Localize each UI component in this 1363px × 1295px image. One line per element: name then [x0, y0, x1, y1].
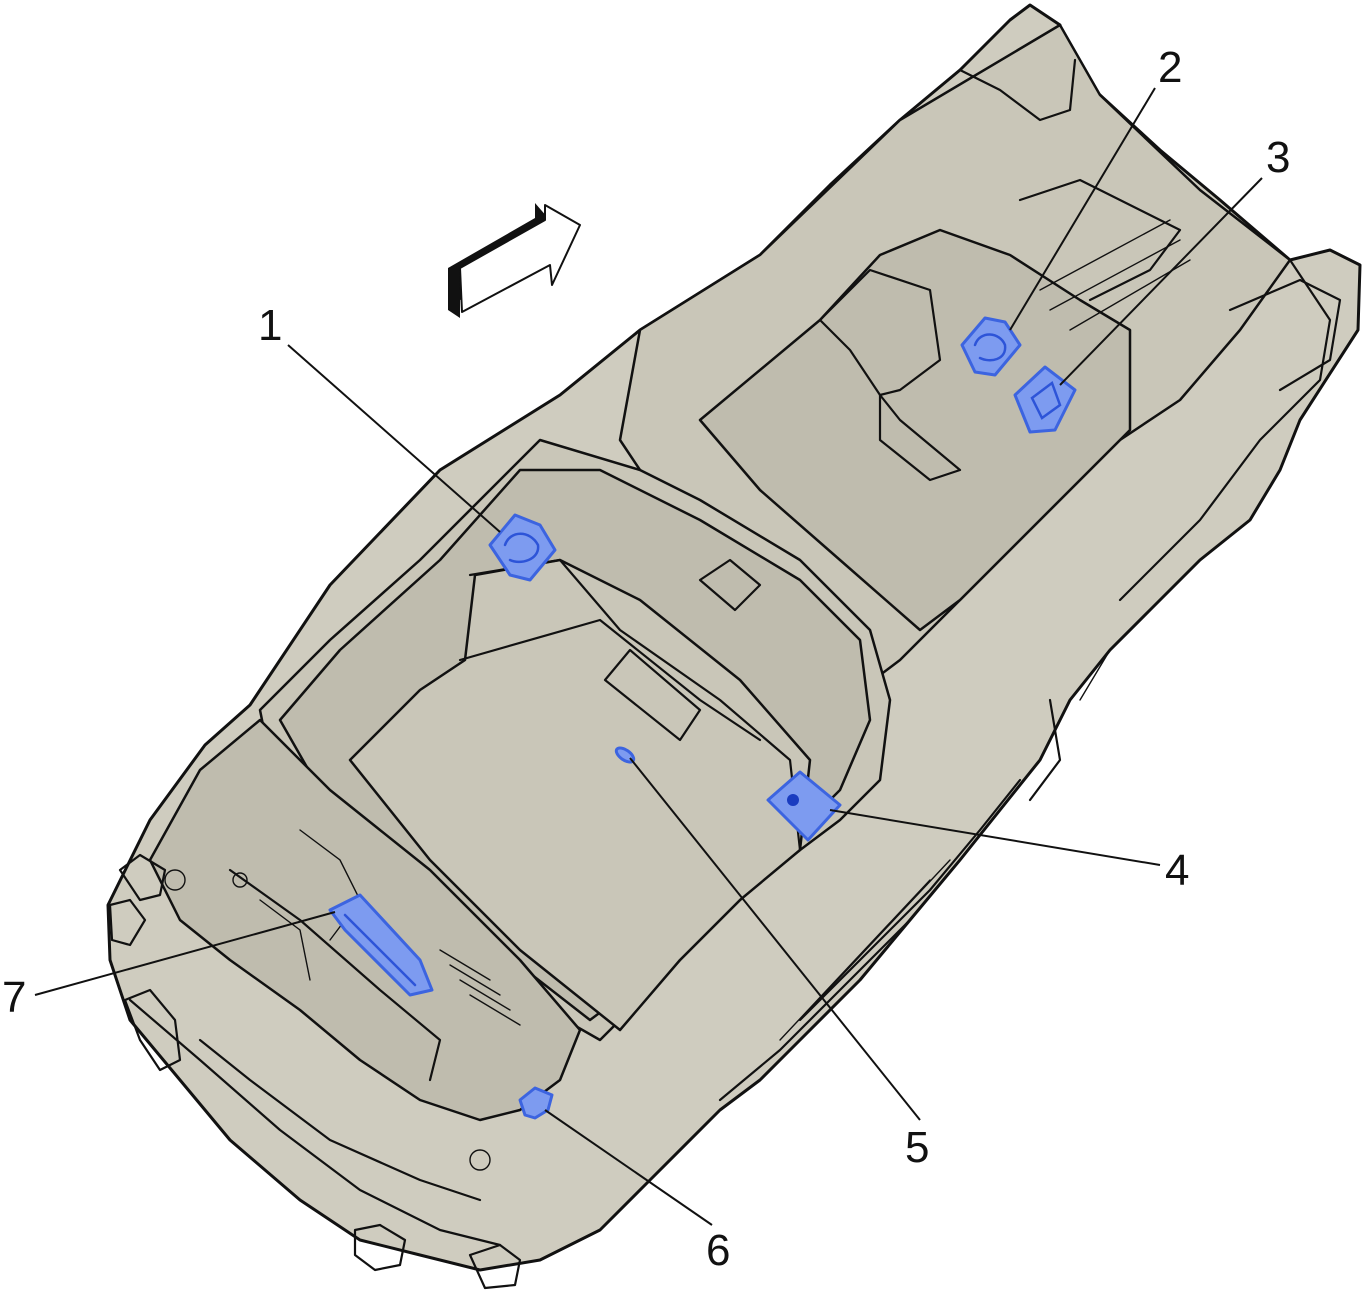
callout-1: 1 — [258, 301, 282, 350]
callout-7: 7 — [2, 973, 26, 1022]
component-3-module — [1013, 365, 1077, 434]
callout-3: 3 — [1266, 133, 1290, 182]
console-body — [106, 3, 1362, 1290]
component-4-outlet — [766, 770, 842, 842]
callout-5: 5 — [905, 1123, 929, 1172]
leader-lines — [34, 87, 1263, 1226]
component-6-clip — [518, 1086, 554, 1120]
component-2-switch — [960, 316, 1022, 377]
component-1-switch — [488, 513, 557, 582]
callout-4: 4 — [1165, 846, 1189, 895]
callout-2: 2 — [1158, 43, 1182, 92]
callout-6: 6 — [706, 1226, 730, 1275]
front-direction-arrow-icon — [448, 203, 581, 318]
component-7-harness — [328, 893, 434, 997]
